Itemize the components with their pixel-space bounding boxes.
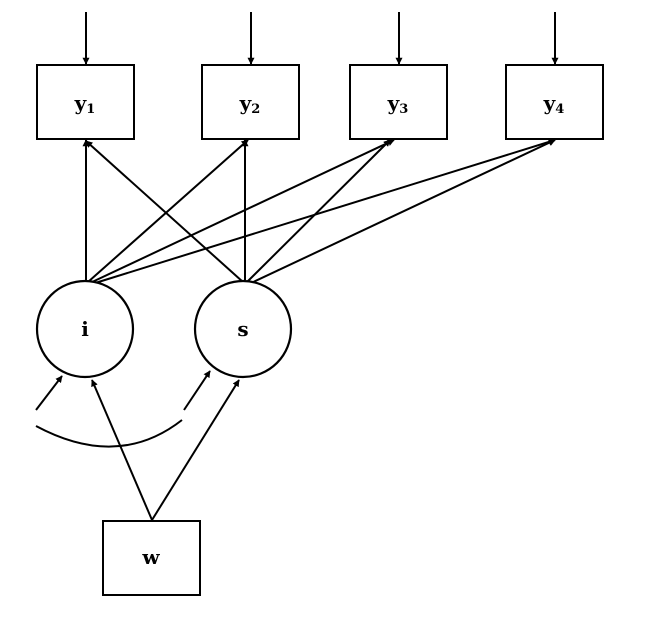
observed-y3-base: y [387, 91, 401, 115]
latent-i-label: i [81, 317, 89, 341]
loading-i-y4 [91, 138, 556, 285]
observed-y3-sub: 3 [399, 102, 408, 117]
latent-intercept-i: i [35, 279, 135, 379]
observed-y3: y3 [349, 64, 448, 140]
observed-y4: y4 [505, 64, 604, 140]
latent-slope-s: s [193, 279, 293, 379]
covariate-w: w [102, 520, 201, 596]
svg-text:y3: y3 [387, 91, 409, 117]
svg-text:y4: y4 [543, 91, 565, 117]
observed-y4-sub: 4 [555, 102, 564, 117]
loading-i-y2 [87, 139, 249, 283]
observed-y2-base: y [239, 91, 253, 115]
observed-y4-base: y [543, 91, 557, 115]
covariance-arc-i-s [35, 419, 183, 448]
observed-y1-base: y [74, 91, 88, 115]
regression-w-s [151, 379, 240, 521]
loading-s-y4 [248, 139, 556, 285]
svg-text:y2: y2 [239, 91, 261, 117]
covariance-arrow-i [35, 375, 63, 411]
loading-s-y3 [246, 139, 391, 283]
observed-y2-sub: 2 [251, 102, 260, 117]
covariance-arrow-s [183, 370, 211, 411]
regression-w-i [91, 379, 153, 521]
covariate-w-label: w [141, 545, 160, 569]
observed-y2: y2 [201, 64, 300, 140]
observed-y1-sub: 1 [86, 102, 95, 117]
loading-i-y3 [89, 139, 395, 284]
observed-y1: y1 [36, 64, 135, 140]
loading-s-y1 [85, 140, 244, 283]
svg-text:y1: y1 [74, 91, 96, 117]
latent-s-label: s [237, 317, 248, 341]
